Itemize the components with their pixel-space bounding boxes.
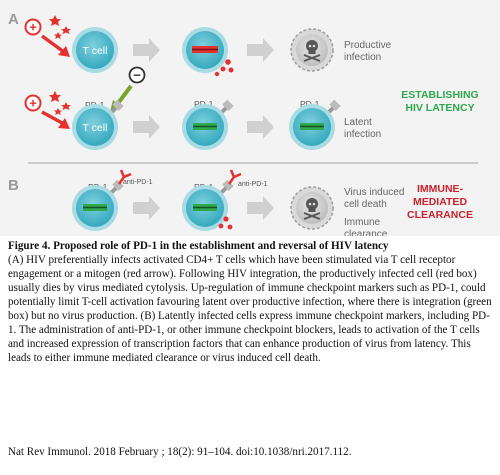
progression-arrow: [247, 38, 274, 62]
outcome-latent-line1: Latent: [344, 117, 372, 128]
establishing-latency-line2: HIV LATENCY: [405, 102, 474, 114]
anti-pd1-label: anti-PD-1: [238, 181, 268, 188]
latently-infected-cell: [72, 185, 118, 231]
progression-arrow: [133, 38, 160, 62]
svg-text:−: −: [133, 68, 141, 83]
virus-particle-icon: [218, 216, 233, 230]
dead-cell-skull-icon: [290, 28, 334, 72]
activation-arrow: [40, 34, 66, 54]
progression-arrow: [247, 115, 274, 139]
mitogen-star-icon: [49, 15, 71, 39]
progression-arrow: [247, 196, 274, 220]
outcome-immune-clearance-line1: Immune: [344, 217, 381, 228]
t-cell-pd1: T cell: [72, 104, 118, 150]
activation-arrowhead: [58, 118, 70, 129]
latently-infected-cell: [182, 104, 228, 150]
inhibition-minus-icon: −: [128, 66, 146, 84]
outcome-immune-clearance-line2: clearance: [344, 229, 388, 236]
outcome-productive-line1: Productive: [344, 40, 392, 51]
immune-clearance-line3: CLEARANCE: [407, 209, 473, 221]
immune-clearance-line1: IMMUNE-: [417, 183, 464, 195]
pd1-label: PD-1: [194, 99, 214, 109]
svg-text:+: +: [29, 96, 37, 111]
t-cell-label: T cell: [83, 45, 108, 57]
outcome-productive-line2: infection: [344, 52, 381, 63]
figure-caption: Figure 4. Proposed role of PD-1 in the e…: [8, 239, 494, 365]
anti-pd1-antibody-icon: [227, 169, 242, 185]
panel-a-label: A: [8, 11, 19, 28]
outcome-latent-line2: infection: [344, 129, 381, 140]
activation-arrowhead: [58, 46, 70, 57]
citation: Nat Rev Immunol. 2018 February ; 18(2): …: [8, 446, 352, 458]
mitogen-star-icon: [49, 91, 71, 115]
pd1-label: PD-1: [300, 99, 320, 109]
stimulus-plus-icon: +: [24, 18, 42, 36]
outcome-virus-death-line2: cell death: [344, 199, 387, 210]
panel-b-label: B: [8, 177, 19, 194]
outcome-virus-death-line1: Virus induced: [344, 187, 404, 198]
reactivated-cell: [182, 185, 228, 231]
establishing-latency-line1: ESTABLISHING: [401, 89, 478, 101]
anti-pd1-label: anti-PD-1: [123, 179, 153, 186]
stimulus-plus-icon: +: [24, 94, 42, 112]
productively-infected-cell: [182, 27, 228, 73]
caption-title: Figure 4. Proposed role of PD-1 in the e…: [8, 240, 389, 252]
caption-body: (A) HIV preferentially infects activated…: [8, 254, 492, 364]
t-cell-label: T cell: [83, 122, 108, 134]
t-cell-activated: T cell: [72, 27, 118, 73]
progression-arrow: [133, 196, 160, 220]
immune-clearance-line2: MEDIATED: [413, 196, 467, 208]
latently-infected-cell: [289, 104, 335, 150]
virus-particle-icon: [214, 59, 234, 77]
hiv-latency-diagram: A B + T cell: [0, 0, 500, 236]
dead-cell-skull-icon: [290, 186, 334, 230]
anti-pd1-antibody-icon: [117, 169, 132, 185]
svg-text:+: +: [29, 20, 37, 35]
activation-arrow: [41, 110, 65, 126]
progression-arrow: [133, 115, 160, 139]
